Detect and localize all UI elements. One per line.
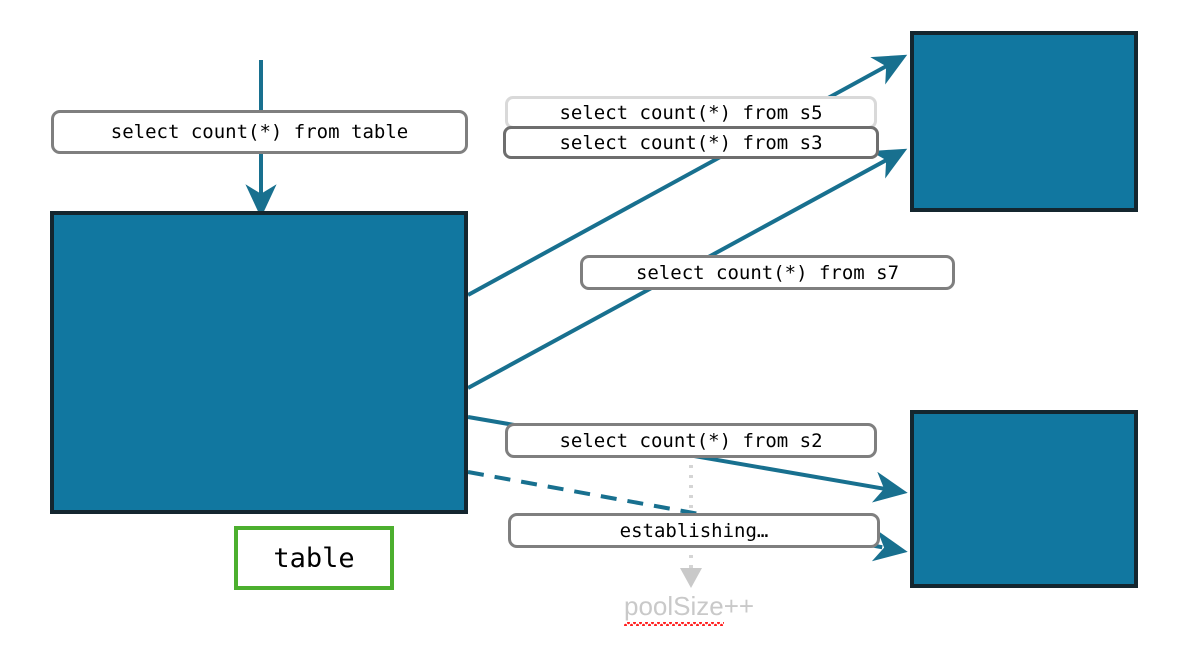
pool-size-annotation: poolSize++ (624, 591, 755, 626)
label-s3-query[interactable]: select count(*) from s3 (503, 126, 879, 159)
label-establishing[interactable]: establishing… (508, 513, 880, 548)
label-establishing-text: establishing… (619, 519, 769, 542)
main-pool-container[interactable]: table (50, 211, 468, 590)
label-table-query-text: select count(*) from table (110, 121, 409, 143)
node-table[interactable]: table (234, 526, 394, 590)
pool-size-increment: ++ (723, 591, 755, 621)
pool-top-container[interactable]: s1 s3 s5 s7 (910, 31, 1138, 212)
label-s3-query-text: select count(*) from s3 (559, 131, 823, 154)
pool-bottom-container[interactable]: s2 s6 s4 (910, 410, 1138, 588)
label-s7-query-text: select count(*) from s7 (635, 261, 900, 284)
label-s5-query[interactable]: select count(*) from s5 (505, 96, 877, 129)
label-s5-query-text: select count(*) from s5 (559, 101, 823, 124)
label-s7-query[interactable]: select count(*) from s7 (580, 255, 955, 290)
label-s2-query-text: select count(*) from s2 (559, 429, 823, 452)
label-table-query[interactable]: select count(*) from table (51, 110, 468, 154)
pool-size-misspelled-word: poolSize (624, 591, 724, 626)
node-table-label: table (273, 542, 355, 574)
label-s2-query[interactable]: select count(*) from s2 (505, 423, 877, 458)
